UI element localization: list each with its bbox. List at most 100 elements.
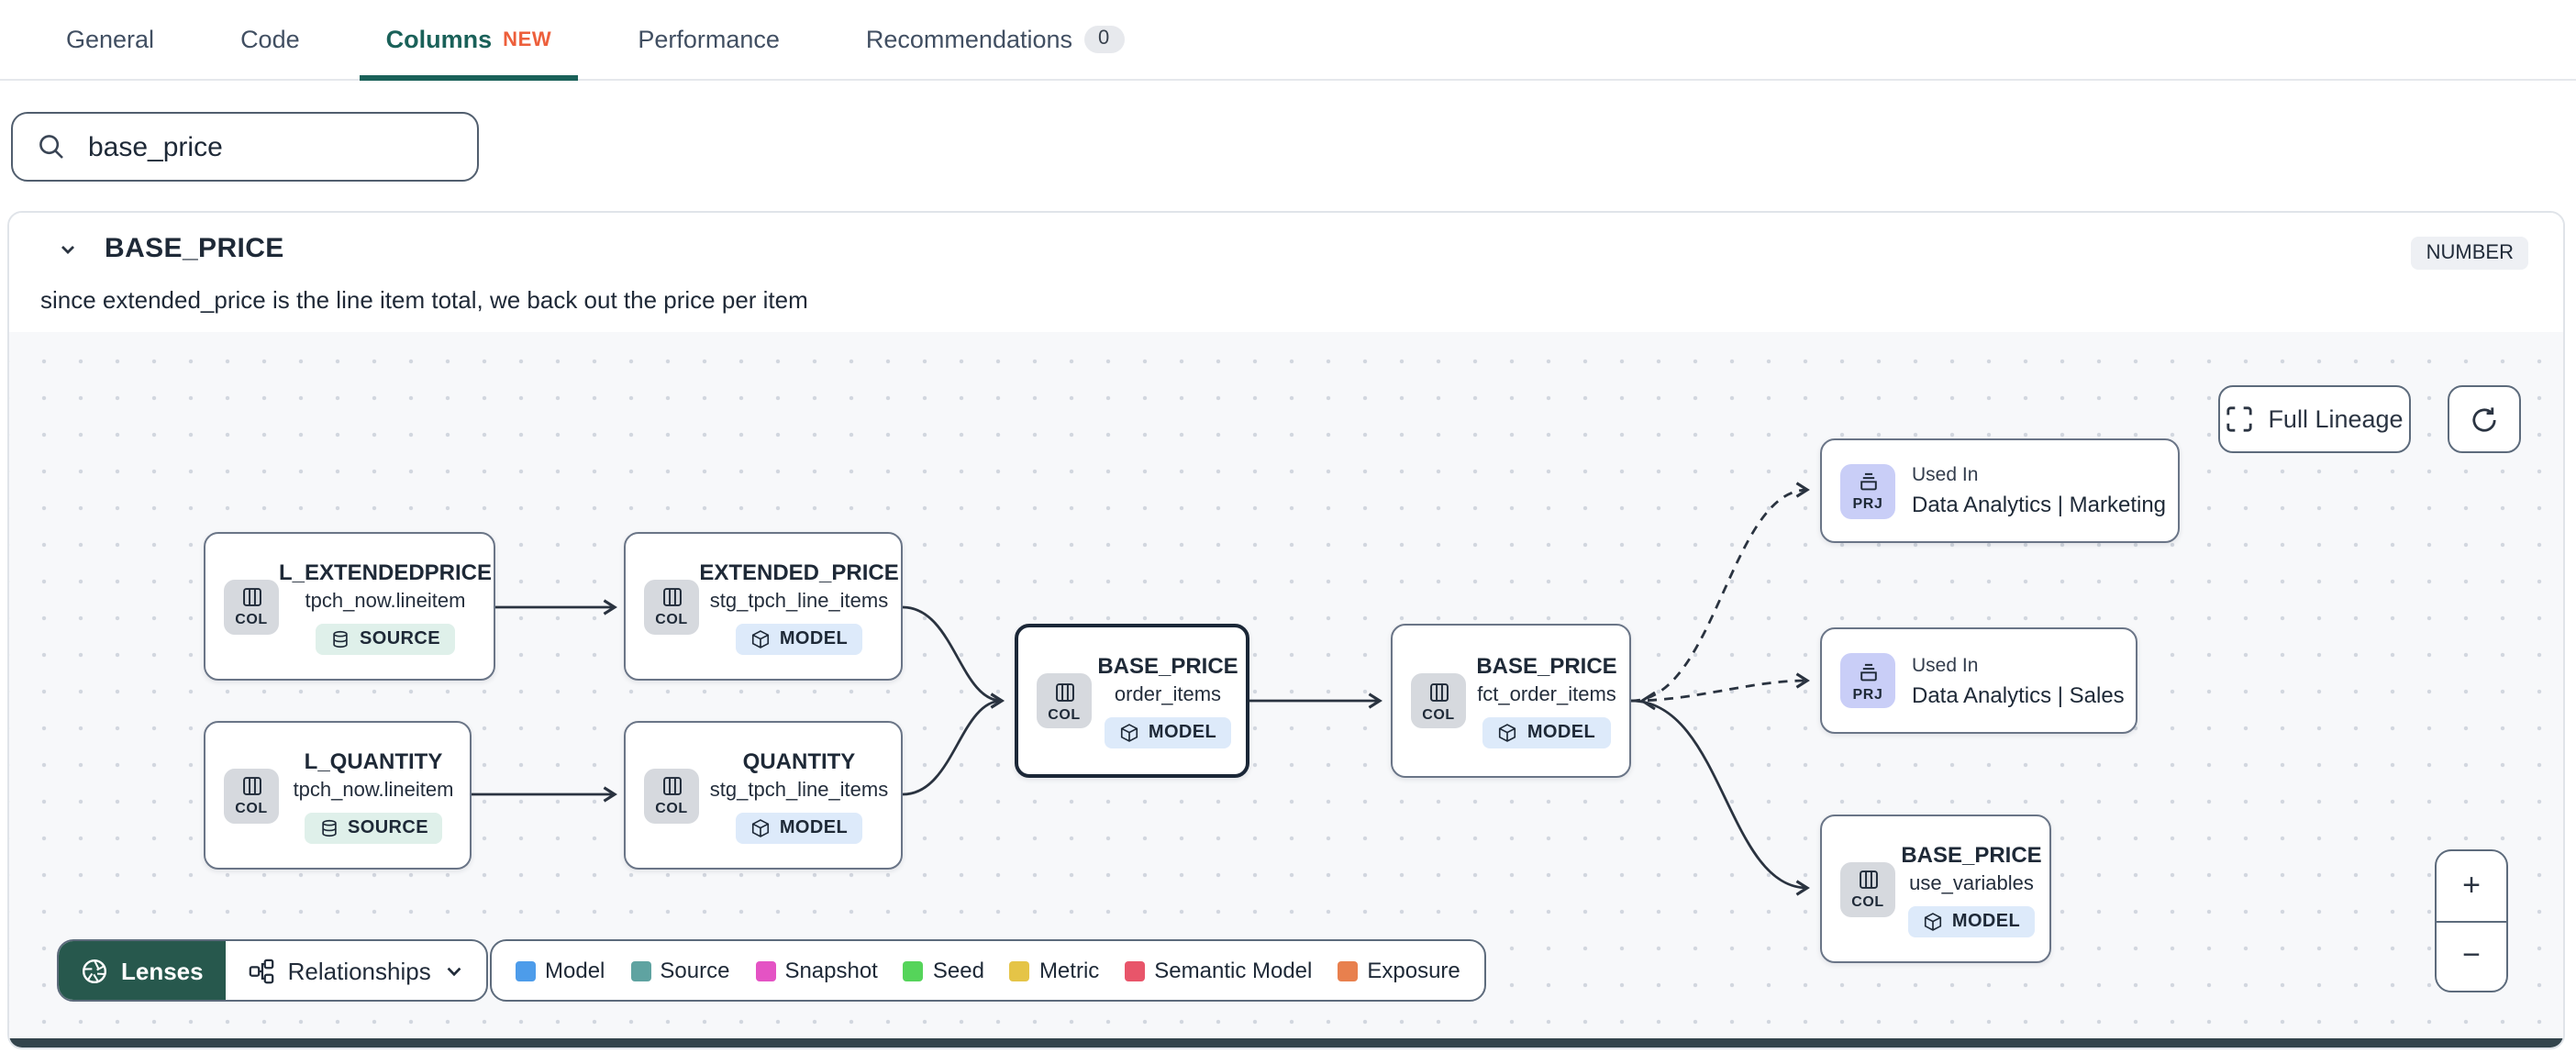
- search-input[interactable]: [84, 129, 477, 164]
- zoom-out-button[interactable]: −: [2462, 937, 2481, 973]
- cube-icon: [1923, 911, 1943, 931]
- horizontal-scrollbar[interactable]: [9, 1038, 2563, 1047]
- database-icon: [330, 628, 350, 648]
- column-panel-header: BASE_PRICE NUMBER since extended_price i…: [9, 213, 2563, 332]
- tab-label: Columns: [385, 26, 493, 53]
- cube-icon: [1119, 723, 1139, 743]
- relationships-icon: [248, 957, 275, 984]
- column-kind-badge: COL: [1840, 861, 1895, 916]
- columns-icon: [660, 774, 683, 798]
- node-subtitle: stg_tpch_line_items: [709, 590, 889, 612]
- column-kind-badge: COL: [644, 579, 699, 634]
- zoom-controls: + −: [2435, 849, 2508, 992]
- node-title: L_QUANTITY: [304, 748, 443, 773]
- tab-label: Recommendations: [865, 26, 1073, 53]
- legend-item-exposure: Exposure: [1338, 958, 1460, 983]
- expand-icon: [2226, 405, 2253, 433]
- edge-arrowhead: [1639, 691, 1656, 711]
- chevron-down-icon[interactable]: [57, 238, 79, 260]
- cube-icon: [750, 628, 771, 648]
- project-kind-badge: PRJ: [1840, 653, 1895, 708]
- column-kind-badge: COL: [1411, 673, 1466, 728]
- lineage-node-used-in-marketing[interactable]: PRJ Used In Data Analytics | Marketing: [1820, 438, 2180, 543]
- aperture-icon: [81, 957, 108, 984]
- node-title: Data Analytics | Marketing: [1912, 492, 2167, 517]
- cube-icon: [1498, 723, 1518, 743]
- lineage-node-base-price-order-items[interactable]: COL BASE_PRICE order_items MODEL: [1015, 624, 1249, 778]
- node-title: BASE_PRICE: [1901, 841, 2042, 867]
- model-badge: MODEL: [1104, 717, 1232, 748]
- project-kind-badge: PRJ: [1840, 463, 1895, 518]
- node-title: BASE_PRICE: [1476, 653, 1617, 679]
- lineage-canvas[interactable]: COL L_EXTENDEDPRICE tpch_now.lineitem SO…: [9, 332, 2563, 1038]
- chevron-down-icon: [444, 960, 464, 981]
- used-in-label: Used In: [1912, 464, 1979, 486]
- lenses-toolbar: Lenses Relationships: [57, 939, 488, 1002]
- lineage-node-extended-price[interactable]: COL EXTENDED_PRICE stg_tpch_line_items M…: [624, 532, 903, 681]
- semantic-model-swatch: [1125, 960, 1146, 981]
- legend-item-seed: Seed: [903, 958, 984, 983]
- node-subtitle: stg_tpch_line_items: [709, 779, 889, 801]
- column-name: BASE_PRICE: [105, 233, 284, 264]
- lenses-button[interactable]: Lenses: [59, 941, 226, 1000]
- column-kind-badge: COL: [1037, 673, 1092, 728]
- tab-bar: General Code Columns NEW Performance Rec…: [0, 0, 2576, 81]
- lineage-node-base-price-fct-order-items[interactable]: COL BASE_PRICE fct_order_items MODEL: [1391, 624, 1631, 778]
- tab-performance[interactable]: Performance: [612, 0, 805, 79]
- relationships-label: Relationships: [287, 957, 431, 984]
- full-lineage-label: Full Lineage: [2268, 405, 2404, 433]
- lineage-edges: [472, 482, 1810, 896]
- new-badge: NEW: [503, 28, 552, 50]
- tab-recommendations[interactable]: Recommendations 0: [840, 0, 1149, 79]
- column-search: [11, 112, 479, 182]
- node-title: QUANTITY: [742, 748, 856, 773]
- project-icon: [1856, 660, 1880, 683]
- snapshot-swatch: [755, 960, 776, 981]
- node-type-legend: Model Source Snapshot Seed Metric Semant…: [490, 939, 1486, 1002]
- column-type-badge: NUMBER: [2411, 237, 2528, 270]
- node-subtitle: fct_order_items: [1477, 684, 1616, 706]
- project-icon: [1856, 470, 1880, 493]
- lineage-node-quantity[interactable]: COL QUANTITY stg_tpch_line_items MODEL: [624, 721, 903, 870]
- column-kind-badge: COL: [224, 768, 279, 823]
- columns-icon: [1052, 680, 1076, 704]
- lineage-node-l-quantity[interactable]: COL L_QUANTITY tpch_now.lineitem SOURCE: [204, 721, 472, 870]
- lineage-node-used-in-sales[interactable]: PRJ Used In Data Analytics | Sales: [1820, 627, 2137, 734]
- source-badge: SOURCE: [316, 623, 455, 654]
- database-icon: [318, 817, 339, 837]
- lineage-node-l-extendedprice[interactable]: COL L_EXTENDEDPRICE tpch_now.lineitem SO…: [204, 532, 495, 681]
- model-badge: MODEL: [1482, 717, 1611, 748]
- columns-icon: [660, 585, 683, 609]
- model-badge: MODEL: [735, 812, 863, 843]
- source-badge: SOURCE: [304, 812, 443, 843]
- relationships-dropdown[interactable]: Relationships: [226, 941, 486, 1000]
- source-swatch: [630, 960, 651, 981]
- node-subtitle: order_items: [1114, 684, 1222, 706]
- legend-item-metric: Metric: [1009, 958, 1099, 983]
- columns-icon: [239, 585, 263, 609]
- lineage-node-base-price-use-variables[interactable]: COL BASE_PRICE use_variables MODEL: [1820, 815, 2051, 963]
- full-lineage-button[interactable]: Full Lineage: [2218, 385, 2411, 453]
- tab-label: Code: [240, 26, 300, 53]
- tab-label: Performance: [638, 26, 780, 53]
- node-title: Data Analytics | Sales: [1912, 682, 2125, 707]
- columns-icon: [1427, 680, 1450, 704]
- cube-icon: [750, 817, 771, 837]
- legend-item-snapshot: Snapshot: [755, 958, 878, 983]
- used-in-label: Used In: [1912, 654, 1979, 676]
- legend-item-model: Model: [516, 958, 605, 983]
- model-badge: MODEL: [735, 623, 863, 654]
- tab-columns[interactable]: Columns NEW: [360, 0, 579, 81]
- search-icon: [37, 132, 66, 161]
- node-subtitle: use_variables: [1909, 872, 2034, 894]
- refresh-icon: [2470, 405, 2499, 434]
- node-subtitle: tpch_now.lineitem: [293, 779, 454, 801]
- tab-general[interactable]: General: [40, 0, 180, 79]
- refresh-button[interactable]: [2448, 385, 2521, 453]
- column-kind-badge: COL: [224, 579, 279, 634]
- tab-code[interactable]: Code: [215, 0, 326, 79]
- node-title: L_EXTENDEDPRICE: [278, 559, 493, 584]
- columns-icon: [239, 774, 263, 798]
- zoom-in-button[interactable]: +: [2437, 851, 2506, 922]
